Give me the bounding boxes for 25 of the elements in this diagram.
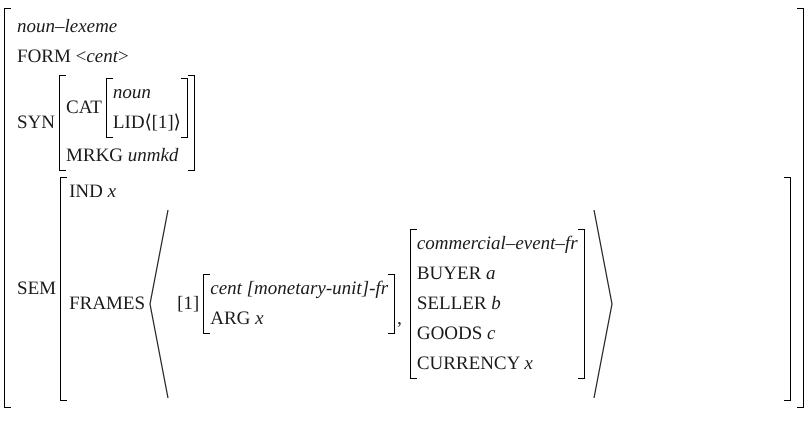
feature-value: MRKG unmkd <box>66 144 178 168</box>
type-label: noun–lexeme <box>17 15 118 39</box>
attribute-matrix <box>4 8 804 408</box>
comma: , <box>397 307 402 331</box>
feature-value: IND x <box>69 180 116 204</box>
type-label: cent [monetary-unit]-fr <box>210 277 388 301</box>
feature-value: CURRENCY x <box>416 352 533 376</box>
feature-value: BUYER a <box>416 262 496 286</box>
type-label: commercial–event–fr <box>416 232 578 256</box>
attribute-matrix <box>59 75 195 171</box>
feature-value: FORM <cent> <box>17 45 129 69</box>
feature-label: FRAMES <box>69 292 146 316</box>
type-label: noun <box>112 81 151 105</box>
feature-label: CAT <box>66 96 102 120</box>
feature-value: GOODS c <box>416 322 496 346</box>
attribute-matrix <box>410 229 585 379</box>
feature-label: SEM <box>17 277 56 301</box>
feature-value: LID⟨[1]⟩ <box>112 111 181 135</box>
tag-index: [1] <box>177 292 200 316</box>
feature-value: ARG x <box>210 307 264 331</box>
feature-value: SELLER b <box>416 292 501 316</box>
feature-label: SYN <box>17 111 56 135</box>
attribute-matrix <box>106 78 188 138</box>
attribute-matrix <box>203 274 396 334</box>
attribute-matrix <box>60 177 791 401</box>
